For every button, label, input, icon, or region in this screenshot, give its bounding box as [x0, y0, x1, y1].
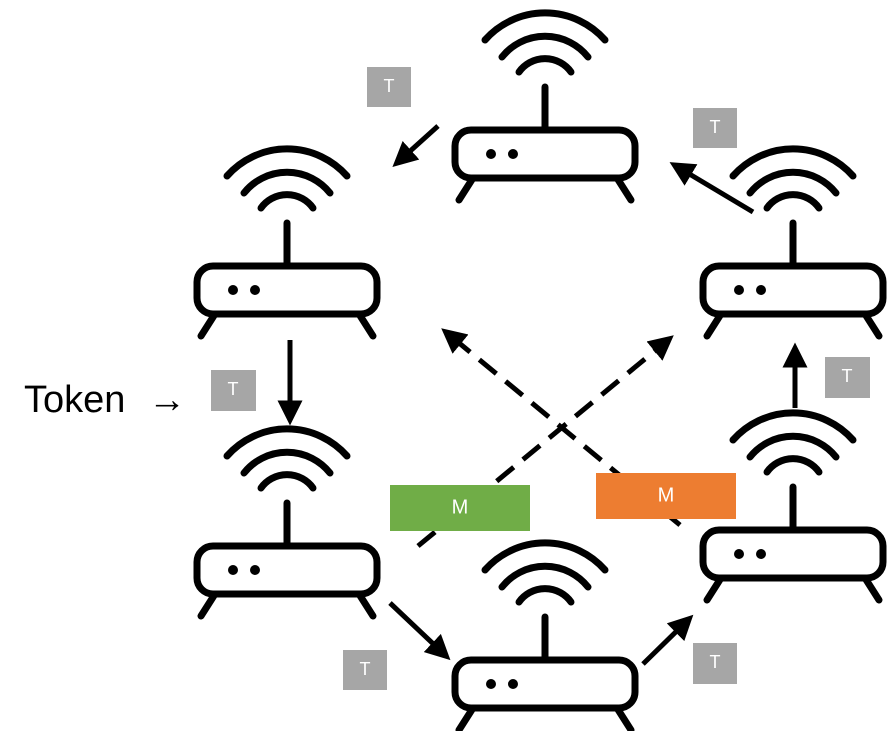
- svg-text:T: T: [228, 379, 239, 399]
- svg-text:M: M: [658, 484, 675, 506]
- svg-text:T: T: [710, 652, 721, 672]
- legend-label: Token: [24, 379, 125, 421]
- token-badge-top-right: T: [693, 108, 737, 148]
- token-badge-right: T: [825, 357, 870, 398]
- router-top: [455, 13, 635, 200]
- message-box-green-bg: [390, 485, 530, 531]
- token-arrow-upper-right-to-top: [669, 162, 755, 215]
- message-box-orange: M: [596, 473, 736, 519]
- router-bottom: [455, 543, 635, 730]
- message-box-green: M: [390, 485, 530, 531]
- legend: Token →: [24, 379, 186, 421]
- token-badge-bottom-left: T: [343, 650, 387, 690]
- router-upper-right: [703, 149, 883, 336]
- svg-text:T: T: [384, 76, 395, 96]
- svg-text:T: T: [710, 117, 721, 137]
- token-badge-bottom-right: T: [693, 643, 737, 684]
- token-badge-legend: T: [211, 370, 256, 411]
- svg-text:M: M: [452, 496, 469, 518]
- legend-arrow-icon: →: [148, 379, 186, 421]
- message-box-orange-bg: [596, 473, 736, 519]
- router-lower-left: [197, 429, 377, 616]
- token-arrow-bottom-to-lower-right: [641, 614, 694, 666]
- svg-text:T: T: [842, 366, 853, 386]
- token-arrow-lower-left-to-bottom: [388, 601, 451, 661]
- token-arrow-top-to-upper-left: [392, 124, 440, 168]
- svg-text:T: T: [360, 659, 371, 679]
- router-upper-left: [197, 149, 377, 336]
- token-badge-top-left: T: [367, 67, 411, 107]
